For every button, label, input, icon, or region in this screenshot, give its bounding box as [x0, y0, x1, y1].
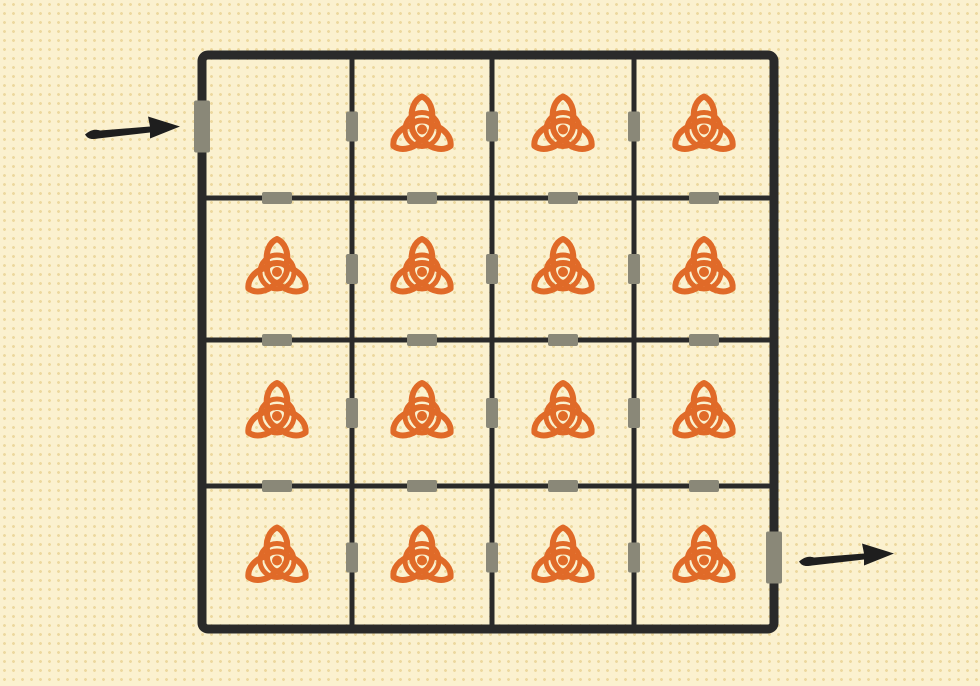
door-icon[interactable]	[346, 254, 358, 284]
door-icon[interactable]	[407, 334, 437, 346]
biohazard-icon	[529, 97, 596, 155]
door-icon[interactable]	[689, 334, 719, 346]
biohazard-icon	[243, 528, 310, 586]
door-icon[interactable]	[407, 480, 437, 492]
door-icon[interactable]	[628, 254, 640, 284]
door-icon[interactable]	[548, 192, 578, 204]
entrance-door[interactable]	[194, 100, 210, 153]
biohazard-icon	[243, 239, 310, 297]
door-icon[interactable]	[262, 334, 292, 346]
biohazard-icon	[529, 528, 596, 586]
exit-door[interactable]	[766, 531, 782, 584]
door-icon[interactable]	[548, 480, 578, 492]
door-icon[interactable]	[689, 480, 719, 492]
door-icon[interactable]	[628, 542, 640, 573]
door-icon[interactable]	[548, 334, 578, 346]
biohazard-icon	[388, 383, 455, 441]
door-icon[interactable]	[262, 192, 292, 204]
door-icon[interactable]	[262, 480, 292, 492]
arrow-right-icon	[799, 543, 894, 567]
biohazard-icon	[243, 383, 310, 441]
door-icon[interactable]	[346, 398, 358, 428]
biohazard-icon	[670, 239, 737, 297]
door-icon[interactable]	[486, 398, 498, 428]
door-icon[interactable]	[486, 542, 498, 573]
biohazard-icon	[529, 383, 596, 441]
door-icon[interactable]	[628, 398, 640, 428]
biohazard-icon	[670, 528, 737, 586]
door-icon[interactable]	[346, 111, 358, 142]
biohazard-icon	[529, 239, 596, 297]
biohazard-icon	[388, 97, 455, 155]
door-icon[interactable]	[407, 192, 437, 204]
biohazard-icon	[670, 383, 737, 441]
biohazard-icon	[388, 528, 455, 586]
door-icon[interactable]	[486, 254, 498, 284]
door-icon[interactable]	[689, 192, 719, 204]
biohazard-icon	[388, 239, 455, 297]
door-icon[interactable]	[628, 111, 640, 142]
door-icon[interactable]	[346, 542, 358, 573]
door-icon[interactable]	[486, 111, 498, 142]
biohazard-icon	[670, 97, 737, 155]
arrow-right-icon	[85, 116, 180, 140]
